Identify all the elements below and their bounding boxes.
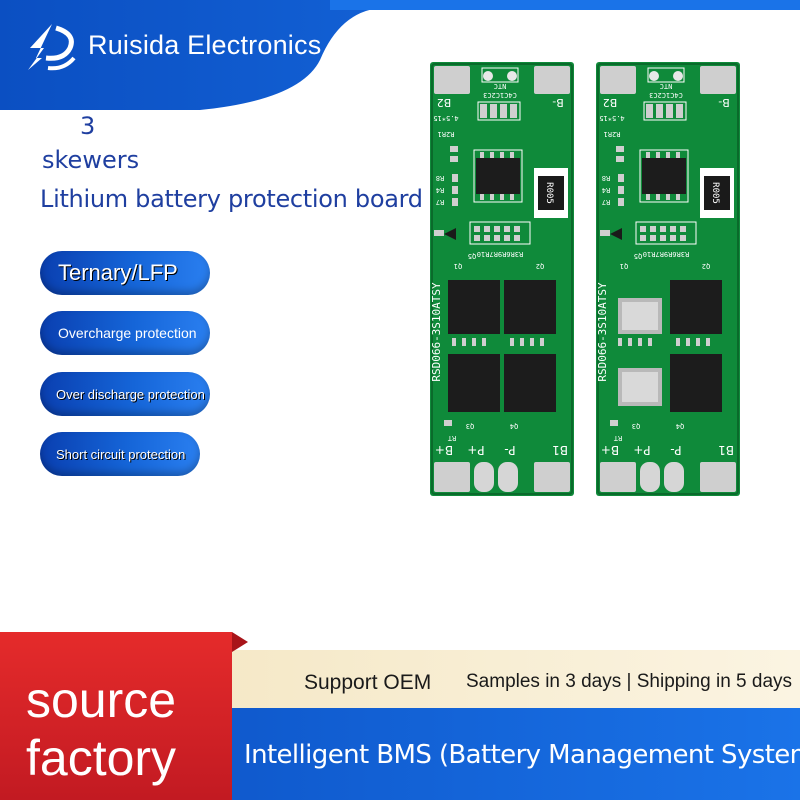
samples-shipping-label: Samples in 3 days | Shipping in 5 days	[466, 671, 793, 692]
b-minus-label: B-	[718, 96, 730, 109]
p-plus-label: P+	[467, 443, 484, 457]
stylized-s-icon	[28, 24, 76, 71]
model-label: RSD066-3S10ATSY	[430, 282, 443, 382]
model-label: RSD066-3S10ATSY	[596, 282, 609, 382]
support-oem-label: Support OEM	[304, 671, 432, 694]
p-minus-label: P-	[504, 443, 515, 457]
r7-label: R7	[436, 198, 444, 206]
brand-name: Ruisida Electronics	[88, 30, 322, 60]
feature-label: Over discharge protection	[56, 386, 205, 402]
q4-label: Q4	[510, 422, 518, 430]
resistor-label: R005	[544, 182, 554, 204]
rt-label: RT	[447, 434, 456, 442]
ntc-label: NTC	[660, 82, 673, 90]
bottom-banner	[0, 632, 800, 800]
b-plus-label: B+	[601, 443, 619, 457]
source-label: source	[26, 672, 177, 728]
ntc-label: NTC	[494, 82, 507, 90]
caps-label: C4C1C2C3	[483, 91, 517, 99]
p-plus-label: P+	[633, 443, 650, 457]
feature-pill-short-circuit: Short circuit protection	[40, 432, 200, 476]
r4-label: R4	[602, 186, 610, 194]
factory-label: factory	[26, 730, 177, 786]
r4-label: R4	[436, 186, 444, 194]
product-title: Lithium battery protection board	[40, 185, 423, 213]
rt-label: RT	[613, 434, 622, 442]
q1-label: Q1	[620, 262, 628, 270]
header-right-band	[330, 0, 800, 10]
pcb-board-1: NTC C4C1C2C3 B2 B- 4.5*15 R2R1 R005 R8 R…	[430, 62, 574, 496]
header-band	[0, 0, 800, 110]
q2-label: Q2	[702, 262, 710, 270]
ref-label: 4.5*15	[599, 114, 624, 122]
pcb-board-2: NTC C4C1C2C3 B2 B- 4.5*15 R2R1 R005 R8 R…	[596, 62, 740, 496]
q2-label: Q2	[536, 262, 544, 270]
resistor-label: R005	[710, 182, 720, 204]
b-minus-label: B-	[552, 96, 564, 109]
feature-label: Overcharge protection	[58, 325, 197, 341]
b2-label: B2	[437, 96, 452, 109]
cell-count: 3	[80, 112, 96, 140]
feature-pill-over-discharge: Over discharge protection	[40, 372, 210, 416]
q5-label: Q5	[468, 252, 476, 260]
r8-label: R8	[602, 174, 610, 182]
q4-label: Q4	[676, 422, 684, 430]
q3-label: Q3	[466, 422, 474, 430]
r2r1-label: R2R1	[438, 130, 455, 138]
b1-label: B1	[552, 443, 568, 457]
feature-label: Ternary/LFP	[58, 260, 178, 285]
mid-resistor-label: R3R6R9R7R10	[477, 250, 523, 258]
caps-label: C4C1C2C3	[649, 91, 683, 99]
q1-label: Q1	[454, 262, 462, 270]
r7-label: R7	[602, 198, 610, 206]
feature-pill-ternary-lfp: Ternary/LFP	[40, 251, 210, 295]
p-minus-label: P-	[670, 443, 681, 457]
feature-pill-overcharge: Overcharge protection	[40, 311, 210, 355]
b2-label: B2	[603, 96, 618, 109]
mid-resistor-label: R3R6R9R7R10	[643, 250, 689, 258]
bms-label: Intelligent BMS (Battery Management Syst…	[244, 740, 800, 770]
q5-label: Q5	[634, 252, 642, 260]
ref-label: 4.5*15	[433, 114, 458, 122]
q3-label: Q3	[632, 422, 640, 430]
r2r1-label: R2R1	[604, 130, 621, 138]
series-label: skewers	[42, 146, 140, 174]
r8-label: R8	[436, 174, 444, 182]
b1-label: B1	[718, 443, 734, 457]
feature-label: Short circuit protection	[56, 446, 186, 462]
b-plus-label: B+	[435, 443, 453, 457]
